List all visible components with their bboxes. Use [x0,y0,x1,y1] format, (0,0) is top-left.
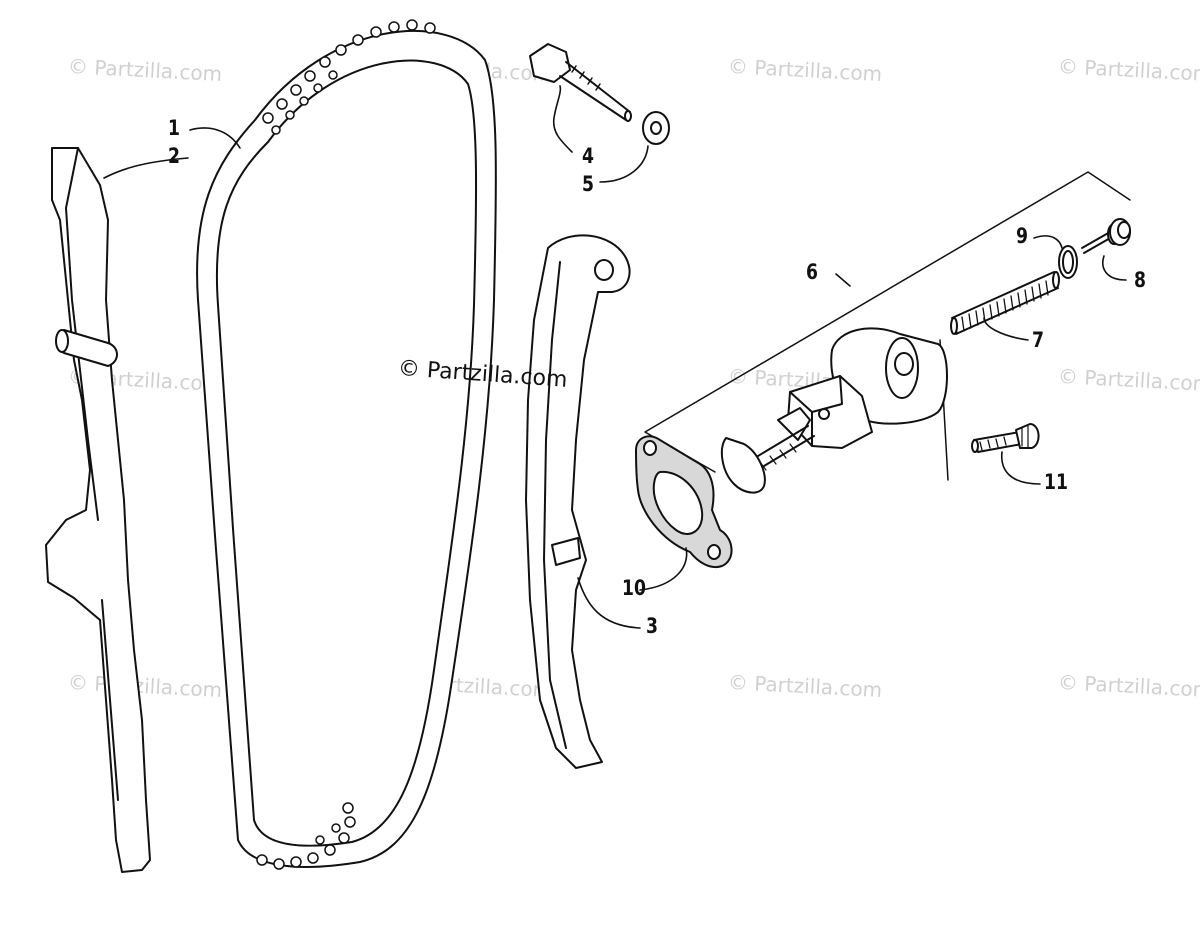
callout-9: 9 [1016,224,1028,248]
chain-guide-left [45,147,151,873]
guide-bolt [529,43,632,122]
callout-8: 8 [1134,268,1146,292]
chain-guide-right [525,234,631,769]
callout-5: 5 [582,172,594,196]
callout-7: 7 [1032,328,1044,352]
tensioner-bolt [971,423,1040,453]
o-ring [1058,245,1078,279]
callout-11: 11 [1044,470,1068,494]
gasket [635,435,733,568]
washer [642,111,670,145]
callout-4: 4 [582,144,594,168]
timing-chain [196,19,497,870]
callout-2: 2 [168,144,180,168]
leader-lines [103,85,1127,629]
tensioner-assembly [720,327,948,494]
tensioner-spring [950,271,1060,335]
cap-bolt [1081,218,1131,254]
callout-3: 3 [646,614,658,638]
callout-10: 10 [622,576,646,600]
callout-6: 6 [806,260,818,284]
callout-1: 1 [168,116,180,140]
